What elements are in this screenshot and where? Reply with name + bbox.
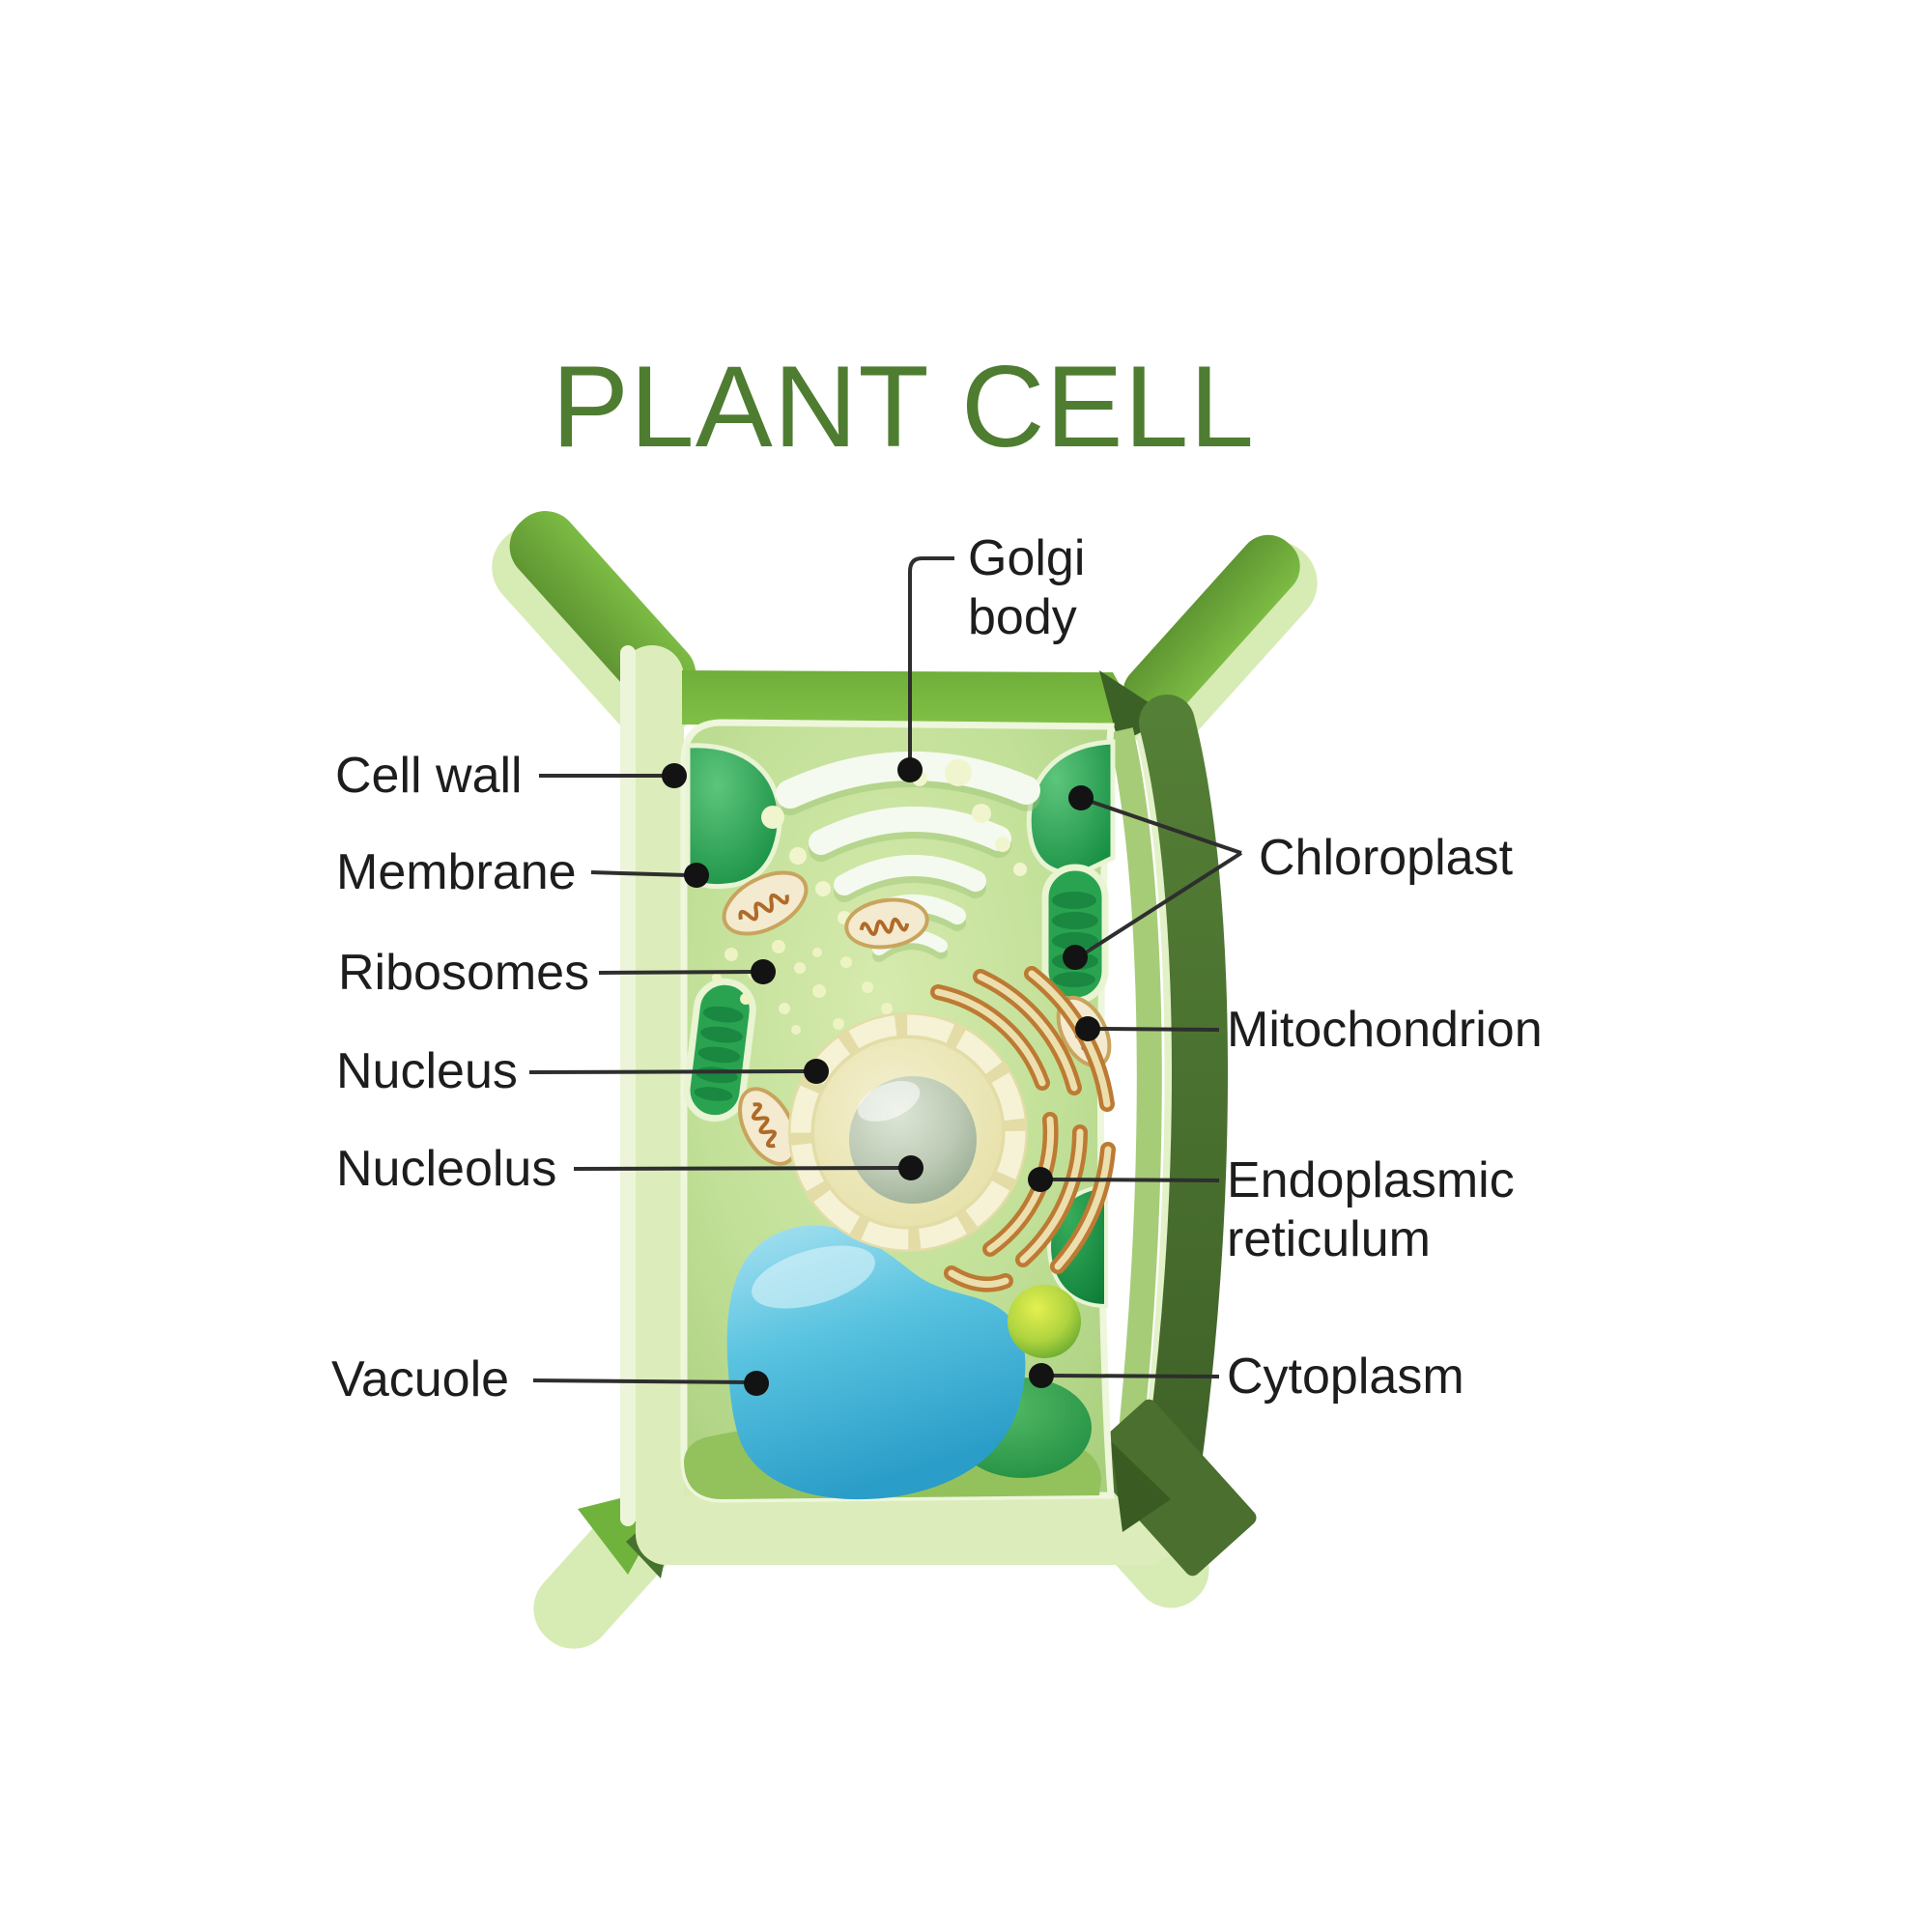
nuclear-envelope <box>790 1014 1026 1250</box>
mitochondrion-2 <box>844 897 929 950</box>
diagram-title: PLANT CELL <box>551 342 1256 471</box>
vesicle-sphere <box>1008 1285 1081 1358</box>
leader-membrane <box>590 863 709 888</box>
label-nucleolus: Nucleolus <box>336 1141 557 1197</box>
cell-wall <box>620 645 1257 1577</box>
leader-ribosomes <box>598 959 776 984</box>
ribosomes-dots <box>712 940 893 1044</box>
label-cell-wall: Cell wall <box>335 748 523 804</box>
leader-chloroplast <box>1063 785 1243 970</box>
chloroplast-top-left <box>685 743 782 890</box>
label-nucleus: Nucleus <box>336 1043 518 1099</box>
leader-nucleolus <box>573 1155 923 1180</box>
leader-endoplasmic-reticulum <box>1028 1167 1220 1192</box>
leader-cytoplasm <box>1029 1363 1220 1388</box>
chloroplast-right-ribbed <box>1041 864 1109 1005</box>
label-vacuole: Vacuole <box>331 1351 510 1407</box>
leader-mitochondrion <box>1075 1016 1220 1041</box>
leader-cell-wall <box>539 763 687 788</box>
leader-lines <box>528 556 1243 1396</box>
label-ribosomes: Ribosomes <box>338 945 590 1001</box>
mitochondrion-1 <box>722 870 809 936</box>
cell-wall-dark-face <box>1139 695 1229 1523</box>
leader-golgi-body <box>897 556 954 782</box>
label-endoplasmic-reticulum: Endoplasmic reticulum <box>1227 1152 1515 1267</box>
mitochondrion-3 <box>738 1087 798 1166</box>
leader-vacuole <box>532 1371 769 1396</box>
label-cytoplasm: Cytoplasm <box>1227 1349 1464 1405</box>
label-golgi-body: Golgi body <box>968 530 1086 645</box>
nucleus <box>788 1012 1028 1252</box>
label-membrane: Membrane <box>336 844 577 900</box>
label-mitochondrion: Mitochondrion <box>1227 1002 1543 1058</box>
label-chloroplast: Chloroplast <box>1259 830 1514 886</box>
vacuole <box>726 1225 1026 1500</box>
leader-nucleus <box>528 1059 829 1084</box>
